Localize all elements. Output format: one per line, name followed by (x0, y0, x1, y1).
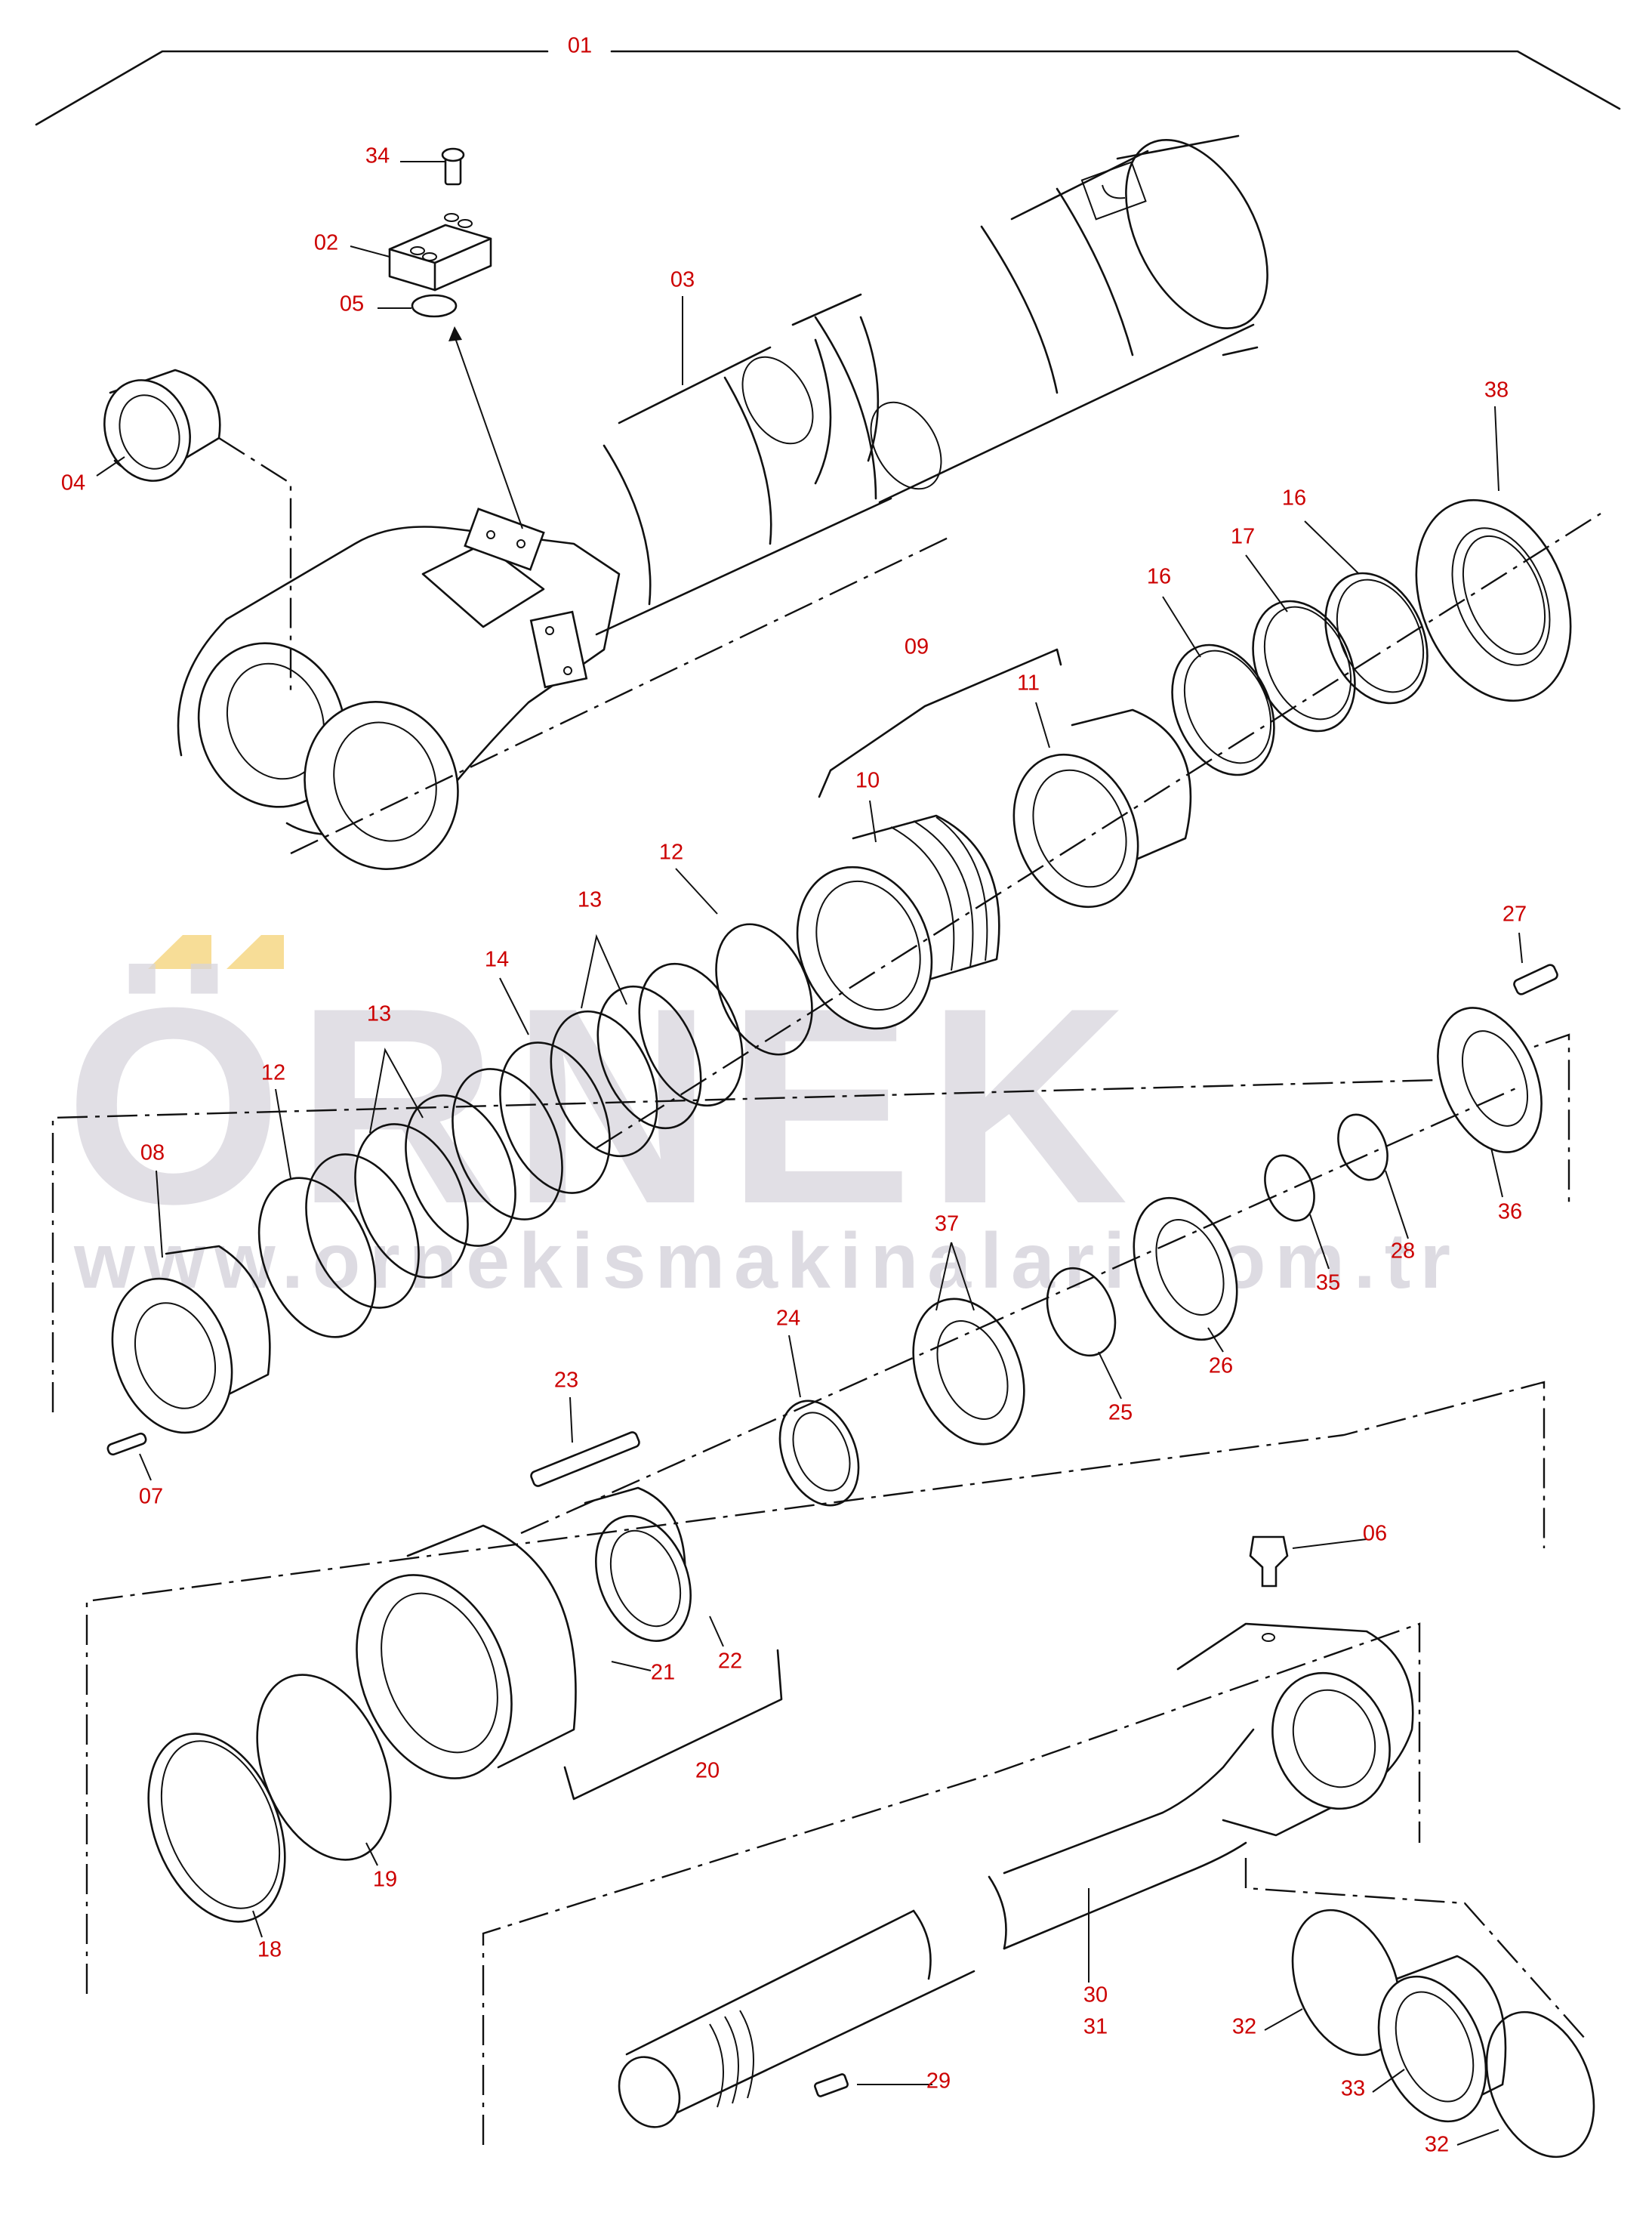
callout-c29: 29 (926, 2069, 951, 2094)
watermark-accent-left (148, 935, 211, 969)
callout-c19: 19 (373, 1868, 397, 1892)
callout-c12b: 12 (261, 1061, 285, 1085)
callout-c18: 18 (257, 1938, 282, 1962)
callout-c09: 09 (905, 635, 929, 659)
callout-c31: 31 (1083, 2015, 1108, 2039)
callout-c28: 28 (1391, 1239, 1415, 1264)
callout-c35: 35 (1316, 1271, 1340, 1295)
callout-c08: 08 (140, 1141, 165, 1165)
spring-ring-group (257, 923, 813, 1338)
callout-c13a: 13 (578, 888, 602, 912)
callout-c05: 05 (340, 292, 364, 316)
callout-c16b: 16 (1147, 565, 1171, 589)
watermark-accent-right (227, 935, 284, 969)
callout-c30: 30 (1083, 1983, 1108, 2007)
callout-c10: 10 (855, 769, 880, 793)
callout-c25: 25 (1108, 1401, 1133, 1425)
callout-c38: 38 (1484, 378, 1509, 403)
callout-c13b: 13 (367, 1002, 391, 1026)
callout-c17: 17 (1231, 525, 1255, 549)
callout-c36: 36 (1498, 1200, 1522, 1224)
callout-c23: 23 (554, 1369, 578, 1393)
cylinder-tube (177, 134, 1268, 870)
callout-c07: 07 (139, 1485, 163, 1509)
callout-c21: 21 (651, 1661, 675, 1685)
callout-c16a: 16 (1282, 486, 1306, 511)
callout-c22: 22 (718, 1649, 742, 1674)
callout-c04: 04 (61, 471, 85, 495)
bushing-33-group (1244, 1858, 1595, 2159)
callout-c32b: 32 (1425, 2133, 1449, 2157)
callout-c11: 11 (1017, 671, 1040, 696)
flange-36-group (1264, 964, 1558, 1222)
watermark: ÖRNEK www.ornekismakinalari.com.tr (65, 935, 1459, 1305)
watermark-url: www.ornekismakinalari.com.tr (73, 1217, 1459, 1305)
callout-c12a: 12 (659, 841, 683, 865)
leader-lines (96, 161, 1523, 2146)
callout-c02: 02 (314, 231, 338, 255)
callout-c34: 34 (365, 144, 390, 168)
callout-c33: 33 (1341, 2077, 1365, 2101)
callout-c24: 24 (776, 1307, 800, 1331)
callout-c06: 06 (1363, 1522, 1387, 1546)
gland-20-group (85, 1381, 1546, 1994)
callout-c01: 01 (568, 34, 592, 58)
flange-26-group (520, 1086, 1518, 1535)
assembly-bracket (35, 50, 1621, 126)
head-ring-group (596, 498, 1601, 1149)
callout-c27: 27 (1503, 903, 1527, 927)
callout-c20: 20 (695, 1759, 720, 1783)
callout-c14: 14 (485, 948, 509, 972)
callout-labels: 01 34 02 05 03 04 38 16 17 16 09 11 10 12 13 14 13 27 12 08… (61, 34, 1527, 2157)
watermark-brand: ÖRNEK (65, 950, 1142, 1262)
piston-rod-group (482, 1535, 1421, 2145)
callout-c03: 03 (670, 268, 695, 292)
callout-c37: 37 (935, 1212, 959, 1236)
callout-c32a: 32 (1232, 2015, 1256, 2039)
callout-c26: 26 (1209, 1354, 1233, 1378)
nut-08-group (51, 1033, 1570, 1456)
flange-block-group (388, 147, 523, 529)
bushing-04 (103, 369, 292, 695)
